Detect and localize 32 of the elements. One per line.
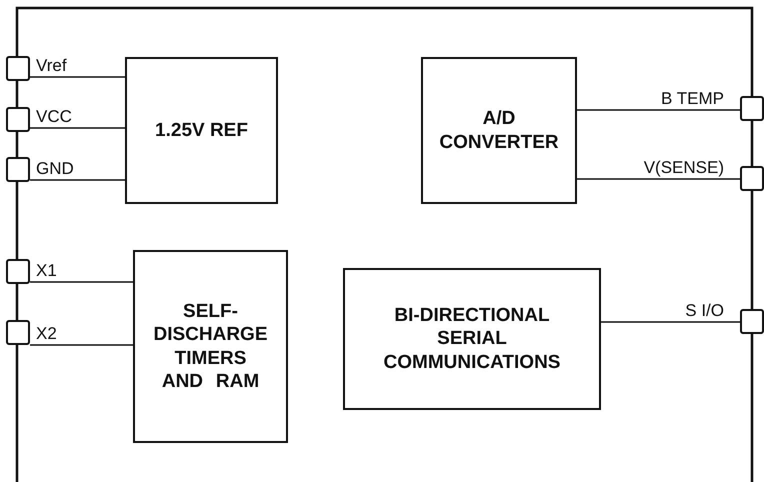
block-title: BI-DIRECTIONAL SERIAL COMMUNICATIONS <box>382 304 562 374</box>
connector-line <box>577 109 740 111</box>
pin-terminal <box>740 309 764 334</box>
connector-line <box>30 179 125 181</box>
pin-label: X2 <box>36 325 57 342</box>
connector-line <box>577 178 740 180</box>
pin-terminal <box>6 56 30 81</box>
pin-terminal <box>740 96 764 121</box>
pin-label: S I/O <box>685 302 724 319</box>
connector-line <box>30 281 133 283</box>
pin-terminal <box>6 107 30 132</box>
connector-line <box>601 321 740 323</box>
function-block <box>133 250 288 443</box>
pin-terminal <box>6 259 30 284</box>
pin-label: B TEMP <box>661 90 724 107</box>
pin-label: V(SENSE) <box>644 159 724 176</box>
block-title: SELF-DISCHARGE TIMERS AND RAM <box>152 300 268 393</box>
connector-line <box>30 76 125 78</box>
pin-label: VCC <box>36 108 72 125</box>
pin-label: GND <box>36 160 74 177</box>
function-block <box>421 57 577 204</box>
block-title: A/D CONVERTER <box>438 107 560 154</box>
pin-terminal <box>740 166 764 191</box>
pin-label: X1 <box>36 262 57 279</box>
block-title: 1.25V REF <box>154 118 249 142</box>
pin-terminal <box>6 320 30 345</box>
connector-line <box>30 344 133 346</box>
pin-terminal <box>6 157 30 182</box>
pin-label: Vref <box>36 57 67 74</box>
function-block <box>125 57 278 204</box>
connector-line <box>30 127 125 129</box>
function-block <box>343 268 601 410</box>
